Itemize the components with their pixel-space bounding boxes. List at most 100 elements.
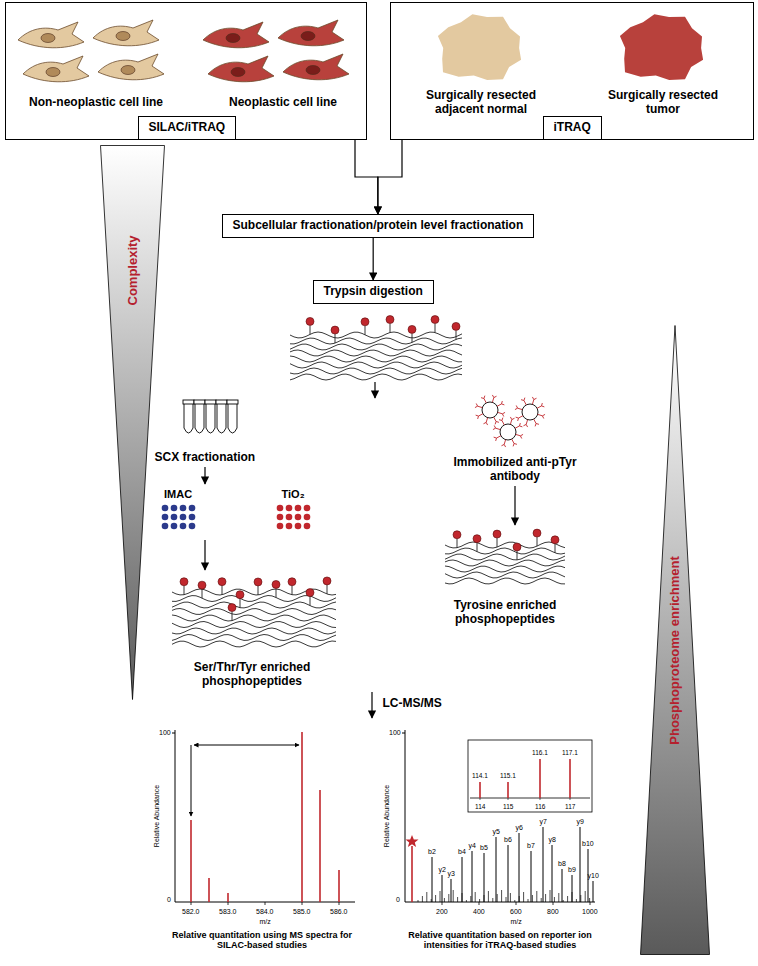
imac-bead [189, 505, 196, 512]
illustration-stroke [456, 330, 457, 339]
fragment-ion-label: b5 [480, 844, 488, 852]
process-box: Subcellular fractionation/protein level … [222, 214, 535, 238]
illustration-part [470, 798, 590, 799]
axis-label: 115 [503, 803, 513, 810]
tube-cap [205, 400, 216, 404]
fragment-peak [472, 851, 473, 902]
illustration-stroke [532, 895, 533, 902]
imac-bead [162, 505, 169, 512]
illustration-part [468, 740, 592, 812]
illustration-stroke [290, 374, 462, 380]
imac-bead [180, 523, 187, 530]
illustration-stroke [390, 324, 391, 333]
illustration-stroke [276, 588, 277, 597]
fragment-ion-label: y7 [540, 818, 547, 826]
illustration-stroke [272, 580, 280, 588]
step-label: Relative quantitation based on reporter … [398, 930, 603, 951]
axis-label: 116.1 [532, 749, 548, 756]
illustration-stroke [306, 66, 320, 75]
axis-label: Relative Abundance [383, 785, 391, 847]
fragment-ion-label: y6 [516, 824, 523, 832]
fragment-peak [451, 879, 452, 902]
step-label: LC-MS/MS [383, 697, 442, 711]
tube-cap [216, 400, 227, 404]
cell-icon [208, 56, 274, 82]
illustration-stroke [116, 32, 130, 41]
illustration-stroke [335, 334, 336, 343]
illustration-stroke [327, 585, 328, 594]
illustration-stroke [290, 344, 462, 350]
axis-label: 0 [167, 896, 171, 904]
tio2-bead [277, 514, 284, 521]
illustration-stroke [480, 798, 481, 800]
tube-cap [183, 400, 194, 404]
cell-icon [18, 22, 84, 48]
illustration-stroke [258, 586, 259, 595]
axis-label: 117 [565, 803, 575, 810]
axis-label: Relative Abundance [153, 785, 161, 847]
illustration-part [371, 692, 372, 718]
illustration-stroke [497, 436, 501, 438]
illustration-stroke [516, 902, 517, 905]
illustration-stroke [418, 900, 419, 902]
antibody-bead [482, 402, 498, 418]
illustration-stroke [541, 403, 544, 407]
tissue-icon [438, 14, 521, 80]
silac-peaks [191, 732, 339, 902]
flow-connector [378, 140, 402, 214]
illustration-stroke [510, 420, 511, 425]
fragment-peak [442, 875, 443, 902]
reporter-star [406, 835, 419, 847]
illustration-stroke [533, 529, 541, 537]
illustration-stroke [426, 892, 427, 902]
axis-label: 582.0 [182, 908, 200, 916]
illustration-stroke [515, 405, 518, 409]
illustration-stroke [412, 333, 413, 342]
step-label: Relative quantitation using MS spectra f… [170, 930, 355, 951]
illustration-stroke [555, 544, 556, 553]
axis-label: 114 [475, 803, 485, 810]
illustration-stroke [481, 396, 485, 399]
illustration-stroke [493, 530, 501, 538]
illustration-stroke [545, 894, 546, 902]
gradient-triangle: Complexity [100, 145, 165, 700]
tube-icon [217, 404, 226, 433]
illustration-stroke [526, 420, 527, 425]
axis-label: 400 [473, 908, 485, 916]
illustration-stroke [497, 538, 498, 547]
illustration-stroke [440, 891, 441, 902]
peptide-icon [290, 316, 462, 380]
illustration-stroke [502, 412, 505, 416]
tube-icon [195, 404, 204, 433]
axis-label: 586.0 [330, 908, 348, 916]
imac-bead [171, 514, 178, 521]
illustration-stroke [513, 543, 521, 551]
illustration-stroke [510, 893, 511, 902]
process-box: SILAC/iTRAQ [138, 116, 237, 140]
illustration-stroke [558, 893, 559, 902]
fragment-ion-label: y8 [549, 836, 556, 844]
illustration-stroke [444, 898, 445, 902]
illustration-stroke [515, 426, 519, 428]
spectrum-axes [172, 730, 595, 902]
tube-icon [184, 404, 193, 433]
cell-icon [278, 20, 344, 46]
illustration-stroke [278, 20, 344, 46]
axis-label: 115.1 [500, 772, 516, 779]
illustration-stroke [537, 406, 541, 408]
illustration-stroke [228, 902, 229, 905]
triangle-outline [101, 146, 165, 700]
illustration-stroke [479, 899, 480, 902]
illustration-stroke [172, 602, 336, 608]
illustration-stroke [484, 399, 486, 403]
axis-label: 117.1 [562, 749, 578, 756]
illustration-stroke [534, 419, 536, 423]
illustration-stroke [331, 326, 339, 334]
antibody-bead [500, 424, 516, 440]
illustration-stroke [473, 535, 481, 543]
illustration-stroke [290, 332, 462, 338]
illustration-part [194, 745, 299, 746]
box-label: Subcellular fractionation/protein level … [233, 218, 524, 232]
fragment-peak [519, 833, 520, 902]
illustration-stroke [226, 34, 240, 43]
